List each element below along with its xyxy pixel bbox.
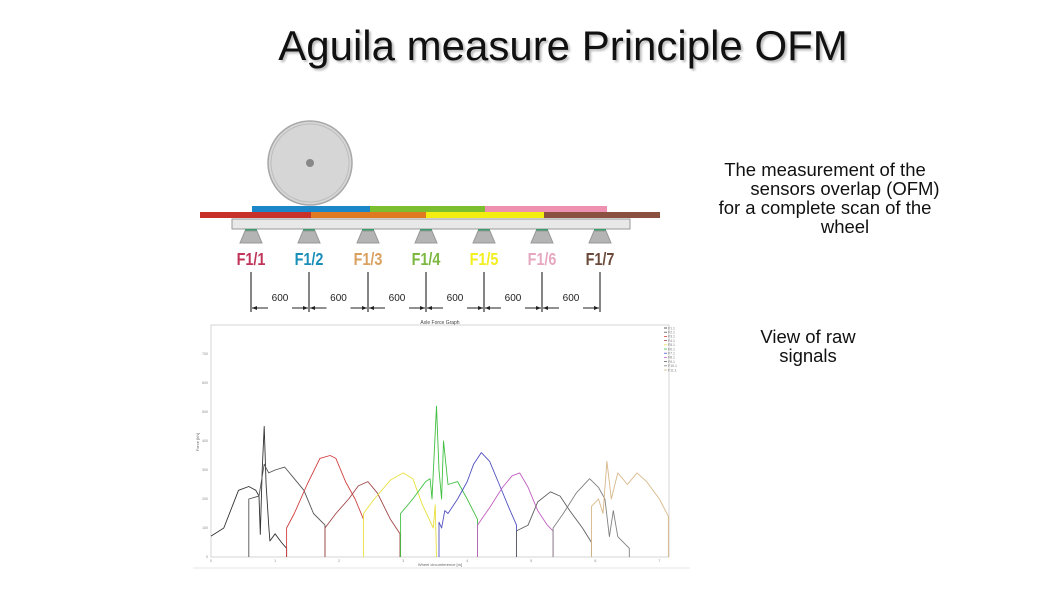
sensor-pad <box>478 229 490 231</box>
arrowhead-icon <box>543 306 548 310</box>
spacing-label: 600 <box>389 293 406 304</box>
sensor-label: F1/5 <box>470 250 499 270</box>
dimension-group: 600 600 600 600 600 600 <box>250 272 601 312</box>
arrowhead-icon <box>252 306 257 310</box>
lower-segment <box>311 212 426 218</box>
lower-segment <box>200 212 311 218</box>
sensor-group: F1/1 F1/2 F1/3 F1/4 F1/5 F1/6 F1/7 <box>237 229 615 270</box>
load-sensor-icon <box>356 230 380 244</box>
arrowhead-icon <box>420 306 425 310</box>
sensor-pad <box>245 229 257 231</box>
sensor-label: F1/6 <box>528 250 557 270</box>
load-sensor-icon <box>588 230 612 244</box>
sensor-label: F1/2 <box>295 250 324 270</box>
upper-segment <box>370 206 485 212</box>
sensor-pad <box>420 229 432 231</box>
sensor-label: F1/4 <box>412 250 441 270</box>
arrowhead-icon <box>310 306 315 310</box>
caption-line: signals <box>779 345 837 366</box>
arrowhead-icon <box>362 306 367 310</box>
description-line: sensors overlap (OFM) <box>750 178 940 199</box>
spacing-label: 600 <box>447 293 464 304</box>
beam <box>231 218 631 230</box>
load-sensor-icon <box>414 230 438 244</box>
arrowhead-icon <box>485 306 490 310</box>
spacing-label: 600 <box>330 293 347 304</box>
spacing-label: 600 <box>272 293 289 304</box>
raw-signals-caption: View of raw signals <box>730 327 886 365</box>
upper-segment <box>252 206 370 212</box>
load-sensor-icon <box>472 230 496 244</box>
description-line: wheel <box>820 216 870 237</box>
upper-segment <box>485 206 607 212</box>
wheel-icon <box>267 120 353 206</box>
description-line: for a complete scan of the <box>718 197 932 218</box>
description-line: The measurement of the <box>724 159 926 180</box>
slide-title: Aguila measure Principle OFM <box>278 22 848 69</box>
arrowhead-icon <box>594 306 599 310</box>
spacing-label: 600 <box>563 293 580 304</box>
sensor-pad <box>303 229 315 231</box>
arrowhead-icon <box>536 306 541 310</box>
sensor-label: F1/3 <box>354 250 383 270</box>
arrowhead-icon <box>478 306 483 310</box>
arrowhead-icon <box>427 306 432 310</box>
sensor-pad <box>536 229 548 231</box>
arrowhead-icon <box>369 306 374 310</box>
load-sensor-icon <box>239 230 263 244</box>
sensor-label: F1/1 <box>237 250 266 270</box>
upper-segments <box>252 206 607 212</box>
sensor-pad <box>362 229 374 231</box>
sensor-label: F1/7 <box>586 250 615 270</box>
lower-segment <box>426 212 544 218</box>
spacing-label: 600 <box>505 293 522 304</box>
ofm-description: The measurement of the sensors overlap (… <box>690 160 960 236</box>
lower-segments <box>200 212 660 218</box>
arrowhead-icon <box>303 306 308 310</box>
load-sensor-icon <box>297 230 321 244</box>
sensor-pad <box>594 229 606 231</box>
caption-line: View of raw <box>760 326 856 347</box>
lower-segment <box>544 212 660 218</box>
load-sensor-icon <box>530 230 554 244</box>
